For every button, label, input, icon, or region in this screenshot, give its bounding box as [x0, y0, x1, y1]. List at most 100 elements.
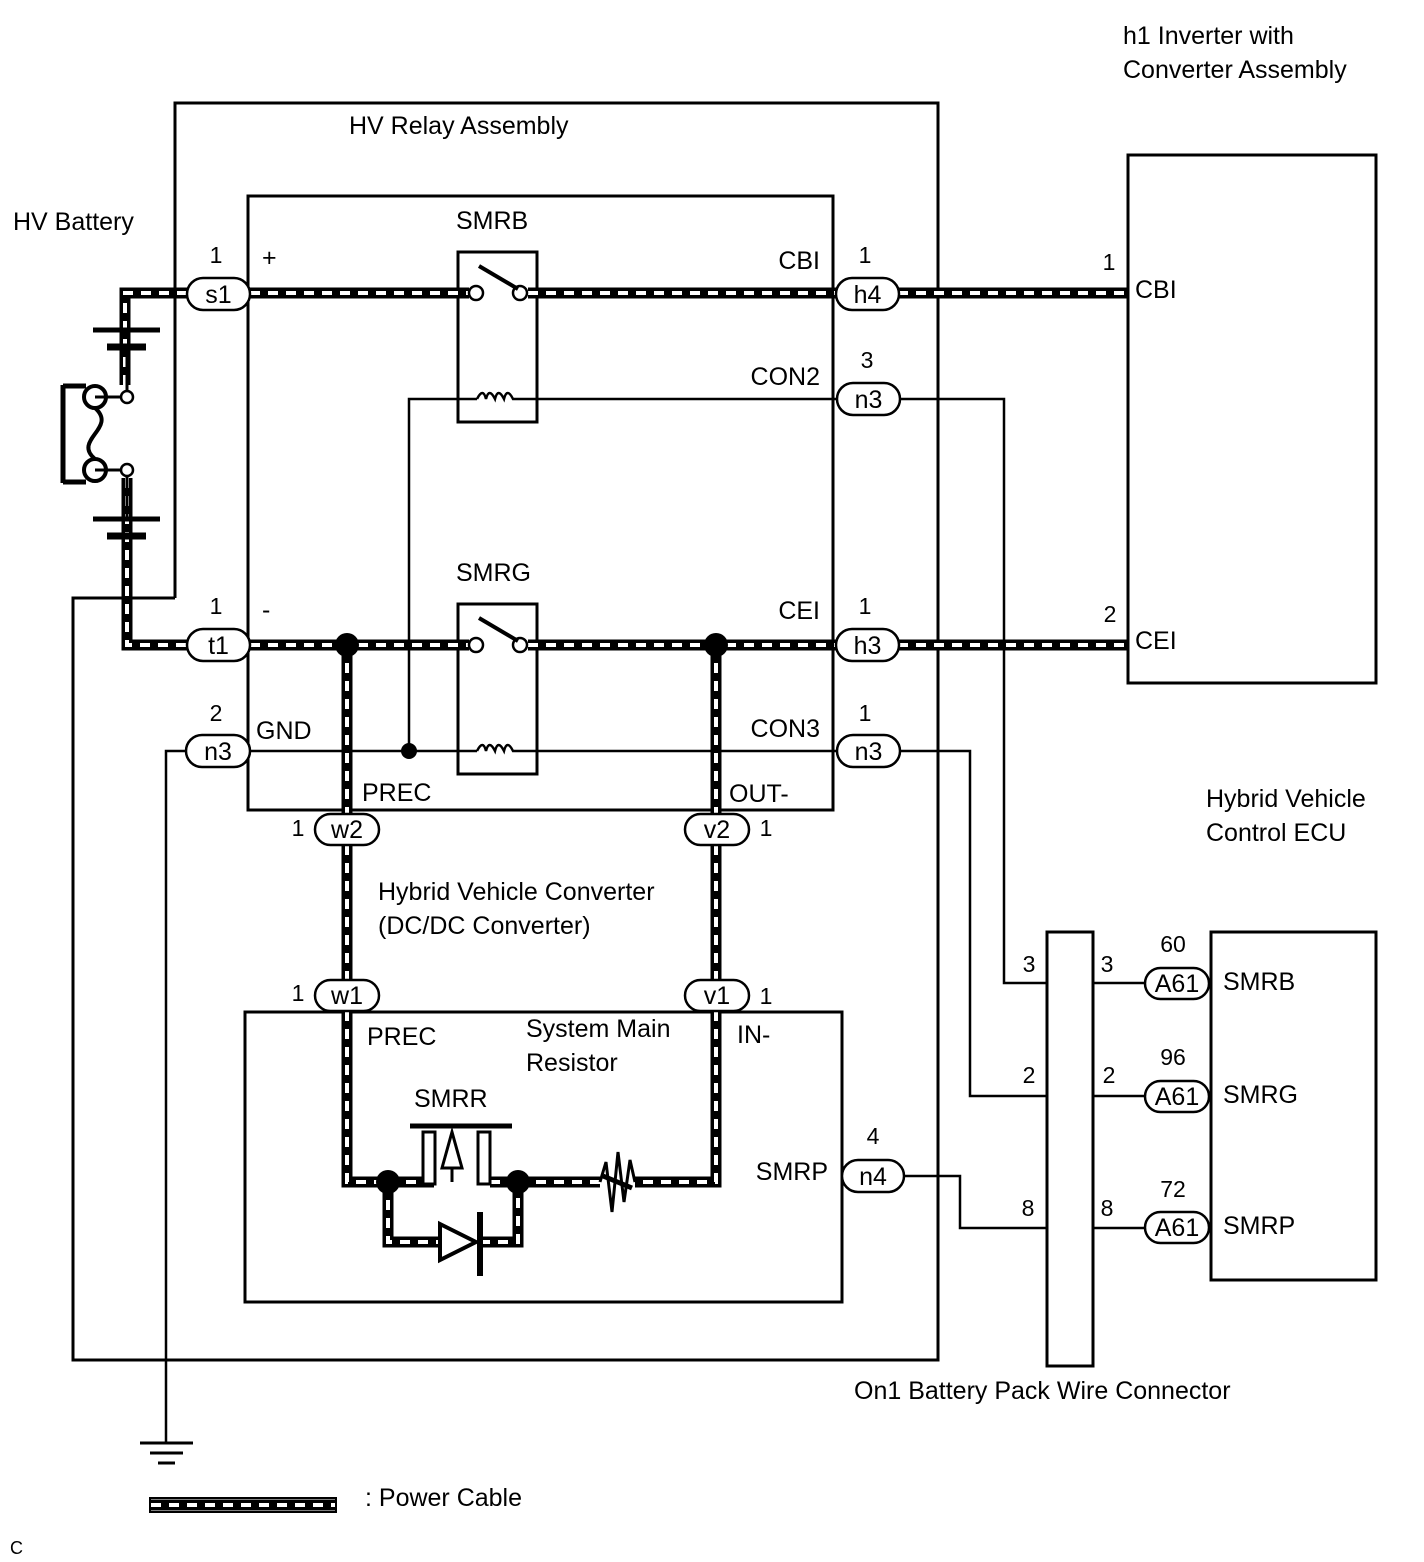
pin-a61-smrp: 72: [1160, 1176, 1186, 1202]
diode-icon: [438, 1212, 483, 1276]
smrb-coil-icon: [475, 391, 515, 403]
connector-n3-con3-label: n3: [855, 738, 883, 766]
junction-dot-out: [704, 633, 728, 657]
text-labels: h1 Inverter with Converter Assembly HV R…: [10, 22, 1366, 1558]
relay-assembly-outline: [71, 101, 940, 1362]
connector-v1: v1: [683, 978, 751, 1013]
relay-out-minus-label: OUT-: [729, 780, 789, 808]
smrb-switch-icon: [467, 264, 529, 302]
plus-terminal-label: +: [262, 244, 277, 272]
dcdc-title-line2: (DC/DC Converter): [378, 912, 591, 940]
relay-con2-label: CON2: [751, 363, 820, 391]
pin-w1: 1: [292, 980, 305, 1006]
connector-h4-label: h4: [854, 281, 882, 309]
smrg-title: SMRG: [456, 559, 531, 587]
pin-on1-smrg-right: 2: [1103, 1062, 1116, 1088]
resistor-prec-label: PREC: [367, 1023, 436, 1051]
pin-on1-smrp-left: 8: [1022, 1195, 1035, 1221]
pin-numbers: 1 1 2 1 3 1 1 1 1 1 1 4 1 2 60 96 72 3 3…: [210, 242, 1186, 1221]
connector-s1-label: s1: [205, 281, 231, 309]
relay-prec-label: PREC: [362, 779, 431, 807]
connector-w1: w1: [313, 978, 381, 1013]
hv-battery-icon: [60, 327, 160, 540]
minus-terminal-label: -: [262, 596, 270, 624]
inverter-title-line2: Converter Assembly: [1123, 56, 1347, 84]
connector-v2-label: v2: [704, 816, 730, 844]
connector-w2: w2: [313, 812, 381, 847]
connector-a61-smrb: A61: [1143, 966, 1211, 1001]
dcdc-title-line1: Hybrid Vehicle Converter: [378, 878, 655, 906]
connector-w2-label: w2: [330, 816, 363, 844]
connector-a61-smrg-label: A61: [1155, 1083, 1199, 1111]
connector-t1-label: t1: [208, 632, 229, 660]
pin-on1-smrb-left: 3: [1023, 951, 1036, 977]
ground-icon: [140, 1441, 193, 1465]
pin-v2: 1: [760, 815, 773, 841]
junction-dot-smrr-left: [376, 1170, 400, 1194]
connector-a61-smrb-label: A61: [1155, 970, 1199, 998]
smrr-title: SMRR: [414, 1085, 488, 1113]
resistor-smrp-label: SMRP: [756, 1158, 828, 1186]
inverter-cbi-label: CBI: [1135, 276, 1177, 304]
corner-mark: C: [10, 1538, 23, 1558]
pin-on1-smrg-left: 2: [1023, 1062, 1036, 1088]
smrg-switch-icon: [467, 616, 529, 654]
pin-n3-con3: 1: [859, 700, 872, 726]
inverter-title-line1: h1 Inverter with: [1123, 22, 1294, 50]
pin-on1-smrb-right: 3: [1101, 951, 1114, 977]
connector-n3-con2-label: n3: [855, 386, 883, 414]
pin-v1: 1: [760, 983, 773, 1009]
relay-cbi-label: CBI: [778, 247, 820, 275]
pin-w2: 1: [292, 815, 305, 841]
pin-n3-con2: 3: [861, 347, 874, 373]
pin-n3-gnd: 2: [210, 700, 223, 726]
smrr-transistor-icon: [410, 1123, 512, 1186]
ecu-smrg-label: SMRG: [1223, 1081, 1298, 1109]
connector-n3-gnd: n3: [184, 733, 252, 769]
smrb-relay-box: [456, 250, 539, 424]
battery-pack-connector-title: On1 Battery Pack Wire Connector: [854, 1377, 1231, 1405]
connector-s1: s1: [185, 276, 252, 312]
connector-n3-con3: n3: [835, 733, 902, 769]
connector-w1-label: w1: [330, 982, 363, 1010]
pin-s1: 1: [210, 242, 223, 268]
connector-a61-smrp: A61: [1143, 1210, 1211, 1245]
signal-wires: [164, 397, 1145, 1442]
connector-h3-label: h3: [854, 632, 882, 660]
relay-inner-box: [246, 194, 835, 812]
smrg-relay-box: [456, 602, 539, 776]
resistor-title-line2: Resistor: [526, 1049, 618, 1077]
pin-on1-smrp-right: 8: [1101, 1195, 1114, 1221]
inverter-cei-label: CEI: [1135, 627, 1177, 655]
connector-t1: t1: [185, 627, 252, 663]
pin-t1: 1: [210, 593, 223, 619]
relay-assembly-title: HV Relay Assembly: [349, 112, 569, 140]
pin-a61-smrg: 96: [1160, 1044, 1186, 1070]
connector-n3-gnd-label: n3: [204, 738, 232, 766]
pin-a61-smrb: 60: [1160, 931, 1186, 957]
ecu-title-line2: Control ECU: [1206, 819, 1346, 847]
smrb-title: SMRB: [456, 207, 528, 235]
resistor-icon: [598, 1151, 637, 1213]
hv-battery-title: HV Battery: [13, 208, 134, 236]
connector-a61-smrp-label: A61: [1155, 1214, 1199, 1242]
signal-junction-dot: [401, 743, 417, 759]
pin-inv-cei: 2: [1104, 601, 1117, 627]
relay-gnd-label: GND: [256, 717, 312, 745]
ecu-smrp-label: SMRP: [1223, 1212, 1295, 1240]
resistor-title-line1: System Main: [526, 1015, 670, 1043]
resistor-in-minus-label: IN-: [737, 1021, 770, 1049]
connector-a61-smrg: A61: [1143, 1079, 1211, 1114]
inverter-box: [1126, 153, 1378, 685]
legend-cable-border: [149, 1497, 337, 1513]
connector-v2: v2: [683, 812, 751, 847]
connector-v1-label: v1: [704, 982, 730, 1010]
ecu-smrb-label: SMRB: [1223, 968, 1295, 996]
junction-dot-smrr-right: [506, 1170, 530, 1194]
smrg-coil-icon: [475, 743, 515, 755]
ecu-title-line1: Hybrid Vehicle: [1206, 785, 1366, 813]
connector-n4-label: n4: [859, 1163, 887, 1191]
battery-pack-connector-bar: [1045, 930, 1095, 1368]
pin-n4: 4: [867, 1123, 880, 1149]
